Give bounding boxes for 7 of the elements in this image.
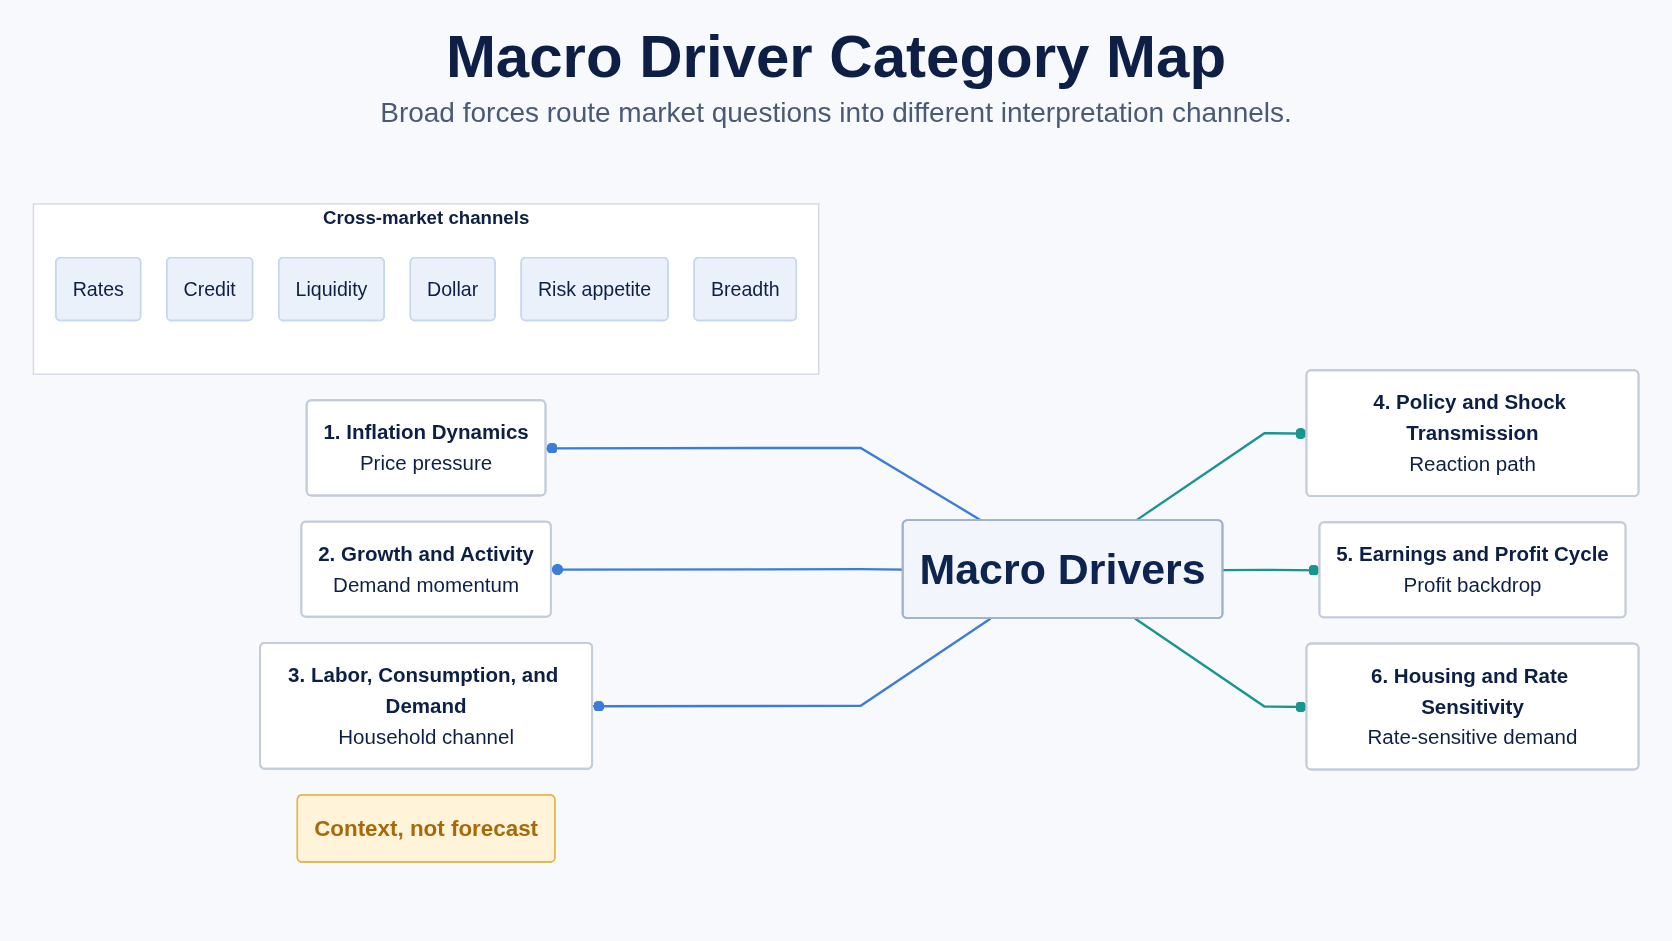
connector [1135, 427, 1307, 522]
title: Macro Driver Category Map [445, 22, 1227, 91]
connector [592, 617, 992, 712]
connector [1134, 617, 1307, 713]
connector [546, 442, 983, 522]
subtitle: Broad forces route market questions into different interpretation channels. [380, 97, 1292, 129]
connector [1222, 564, 1320, 576]
